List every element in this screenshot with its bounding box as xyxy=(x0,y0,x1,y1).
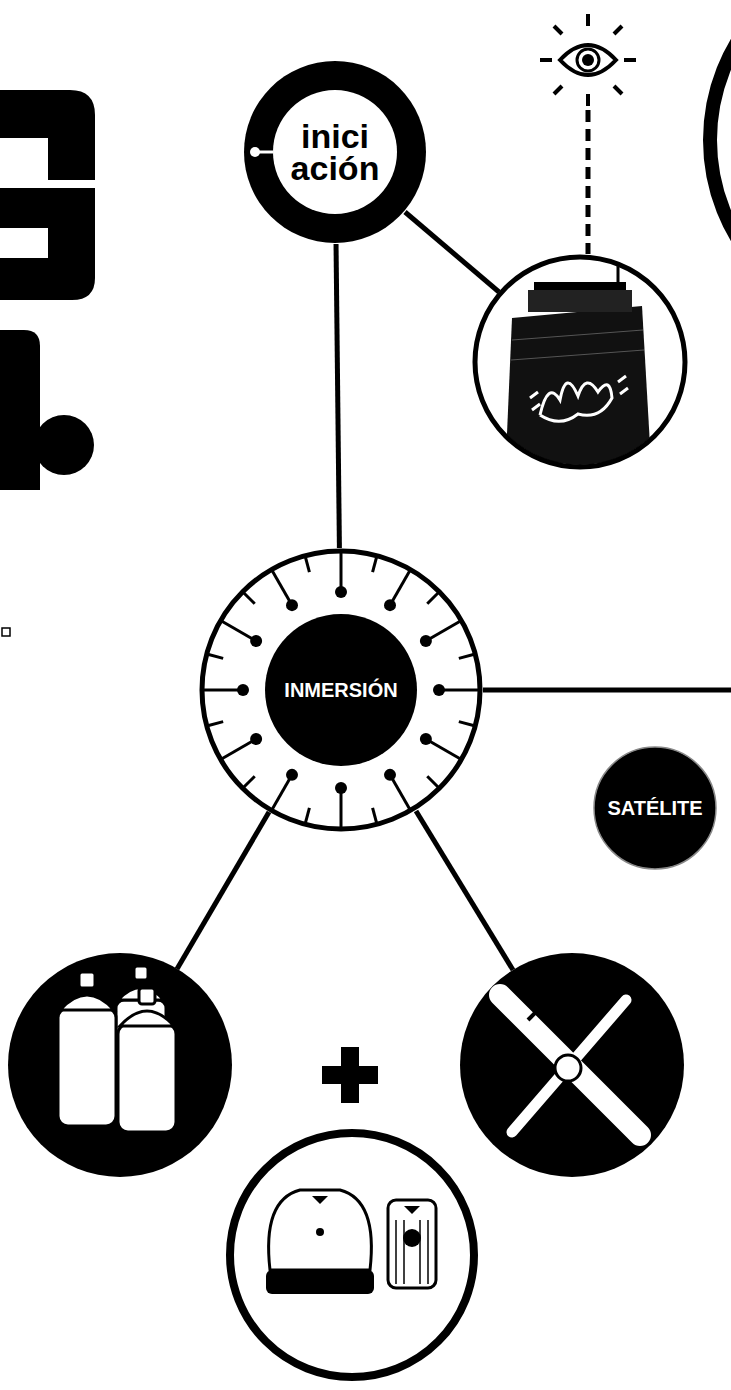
hub-spoke xyxy=(390,570,411,606)
node-label: SATÉLITE xyxy=(607,797,702,819)
spray-cans-icon xyxy=(8,953,232,1177)
hub-tick xyxy=(305,556,309,572)
hub-dot xyxy=(420,733,432,745)
tools-icon xyxy=(460,953,684,1177)
ring-center xyxy=(273,90,397,214)
hub-tick xyxy=(459,722,475,726)
node-label: INMERSIÓN xyxy=(284,679,397,701)
satellite-circle: SATÉLITE xyxy=(593,746,717,870)
hub-tick xyxy=(459,654,475,658)
hub-tick xyxy=(427,776,439,788)
hub-tick xyxy=(207,654,223,658)
cropped-lettering xyxy=(0,90,95,490)
connector-lines xyxy=(177,110,731,970)
hub-spoke xyxy=(340,551,343,592)
hub-spoke xyxy=(390,775,411,811)
hub-dot xyxy=(384,769,396,781)
hub-dot xyxy=(286,769,298,781)
hub-tick xyxy=(243,776,255,788)
hub-spoke xyxy=(272,570,293,606)
hub-center xyxy=(265,614,417,766)
hub-tick xyxy=(243,592,255,604)
hub-spoke xyxy=(426,739,462,760)
eye-icon xyxy=(540,14,636,106)
hub-dot xyxy=(250,635,262,647)
hub-tick xyxy=(207,722,223,726)
hub-spoke xyxy=(426,621,462,642)
hub-dot xyxy=(335,586,347,598)
hub-spoke xyxy=(439,689,480,692)
hub-tick xyxy=(427,592,439,604)
caps-icon xyxy=(230,1133,474,1377)
node-text: INMERSIÓN xyxy=(284,679,397,701)
stage-circle: inici ación xyxy=(243,60,427,244)
hub-dot xyxy=(384,599,396,611)
hub-outline xyxy=(202,551,480,829)
node-text: inici ación xyxy=(279,120,391,185)
hub-spoke xyxy=(340,788,343,829)
hub-dot xyxy=(433,684,445,696)
cropped-ring xyxy=(710,0,731,330)
ring-outline xyxy=(244,61,426,243)
hub-spoke xyxy=(202,689,243,692)
hub-dot xyxy=(286,599,298,611)
hub-spoke xyxy=(272,775,293,811)
hub-spoke xyxy=(221,739,257,760)
connector-line xyxy=(336,244,339,548)
hub-tick xyxy=(373,808,377,824)
small-square xyxy=(2,628,10,636)
hub-dot xyxy=(250,733,262,745)
hub-circle: INMERSIÓN xyxy=(199,548,483,832)
photo-circle xyxy=(475,250,685,480)
hub-spoke xyxy=(221,621,257,642)
dark-circle xyxy=(594,747,716,869)
plus-sign xyxy=(322,1047,378,1103)
hub-dot xyxy=(335,782,347,794)
node-label: inici ación xyxy=(279,120,391,185)
ring-dot xyxy=(250,147,260,157)
hub-tick xyxy=(305,808,309,824)
node-text: SATÉLITE xyxy=(607,797,702,819)
hub-dot xyxy=(237,684,249,696)
hub-dot xyxy=(420,635,432,647)
hub-tick xyxy=(373,556,377,572)
